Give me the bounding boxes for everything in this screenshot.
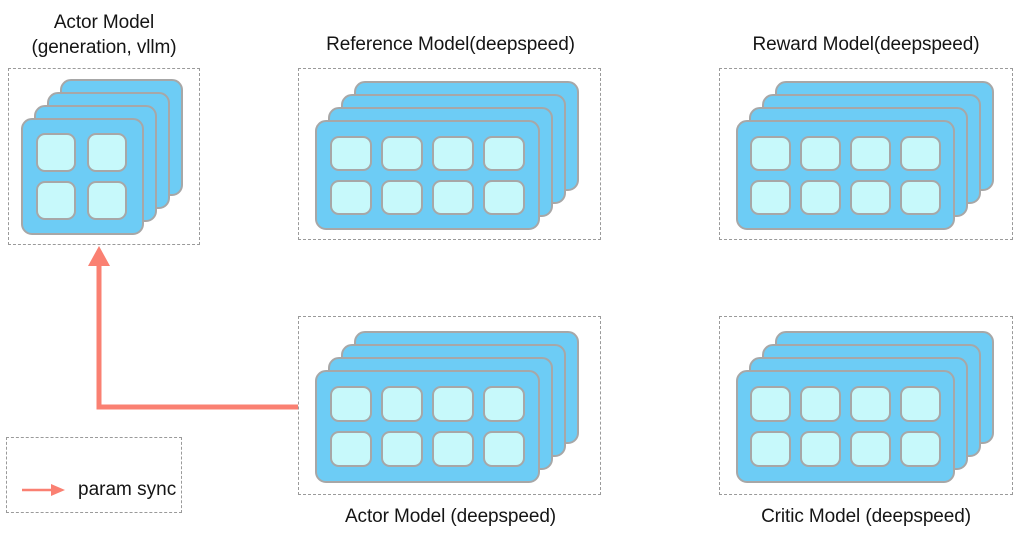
device-cell bbox=[87, 133, 127, 172]
param-sync-path bbox=[96, 263, 298, 410]
device-cell bbox=[432, 179, 474, 215]
stack-critic-model bbox=[736, 331, 1002, 483]
group-actor-deepspeed[interactable] bbox=[298, 316, 601, 495]
device-cell bbox=[850, 386, 891, 422]
stack-layer-1-front bbox=[736, 370, 955, 483]
stack-reward-model bbox=[736, 81, 1002, 230]
caption-critic-model: Critic Model (deepspeed) bbox=[761, 506, 971, 527]
device-cell bbox=[900, 431, 941, 467]
device-cell bbox=[850, 179, 891, 215]
device-cell bbox=[432, 431, 474, 467]
device-cell bbox=[483, 135, 525, 171]
device-cell bbox=[900, 386, 941, 422]
caption-actor-vllm: Actor Model (generation, vllm) bbox=[31, 12, 177, 58]
device-cell bbox=[483, 179, 525, 215]
stack-layer-1-front bbox=[315, 120, 540, 230]
caption-reward-model: Reward Model(deepspeed) bbox=[752, 34, 980, 55]
device-cell bbox=[483, 431, 525, 467]
caption-reference-model: Reference Model(deepspeed) bbox=[326, 34, 575, 55]
device-cell bbox=[381, 135, 423, 171]
device-cell bbox=[381, 179, 423, 215]
device-cell bbox=[800, 135, 841, 171]
device-cell bbox=[750, 135, 791, 171]
caption-actor-deepspeed: Actor Model (deepspeed) bbox=[344, 506, 557, 527]
stack-layer-1-front bbox=[736, 120, 955, 230]
stack-layer-1-front bbox=[21, 118, 144, 235]
device-cell bbox=[432, 386, 474, 422]
device-cell bbox=[36, 133, 76, 172]
device-cell bbox=[750, 431, 791, 467]
legend-arrow-icon bbox=[22, 484, 65, 496]
device-cell bbox=[850, 431, 891, 467]
group-reward-model[interactable] bbox=[719, 68, 1013, 240]
device-cell bbox=[330, 179, 372, 215]
device-cell bbox=[900, 179, 941, 215]
legend-label-param-sync: param sync bbox=[78, 479, 177, 500]
device-cell bbox=[850, 135, 891, 171]
param-sync-arrowhead-icon bbox=[88, 246, 110, 266]
device-cell bbox=[800, 179, 841, 215]
stack-actor-deepspeed bbox=[315, 331, 587, 483]
device-cell bbox=[381, 431, 423, 467]
device-cell bbox=[900, 135, 941, 171]
device-cell bbox=[87, 181, 127, 220]
stack-reference-model bbox=[315, 81, 587, 230]
stack-actor-vllm bbox=[21, 79, 189, 235]
device-cell bbox=[800, 386, 841, 422]
device-cell bbox=[330, 431, 372, 467]
group-critic-model[interactable] bbox=[719, 316, 1013, 495]
device-cell bbox=[330, 386, 372, 422]
device-cell bbox=[36, 181, 76, 220]
device-cell bbox=[750, 386, 791, 422]
stack-layer-1-front bbox=[315, 370, 540, 483]
legend-box: param sync bbox=[6, 437, 182, 513]
legend-entry-param-sync: param sync bbox=[21, 479, 176, 501]
device-cell bbox=[483, 386, 525, 422]
group-actor-vllm[interactable] bbox=[8, 68, 200, 245]
device-cell bbox=[750, 179, 791, 215]
device-cell bbox=[800, 431, 841, 467]
device-cell bbox=[330, 135, 372, 171]
device-cell bbox=[432, 135, 474, 171]
device-cell bbox=[381, 386, 423, 422]
group-reference-model[interactable] bbox=[298, 68, 601, 240]
